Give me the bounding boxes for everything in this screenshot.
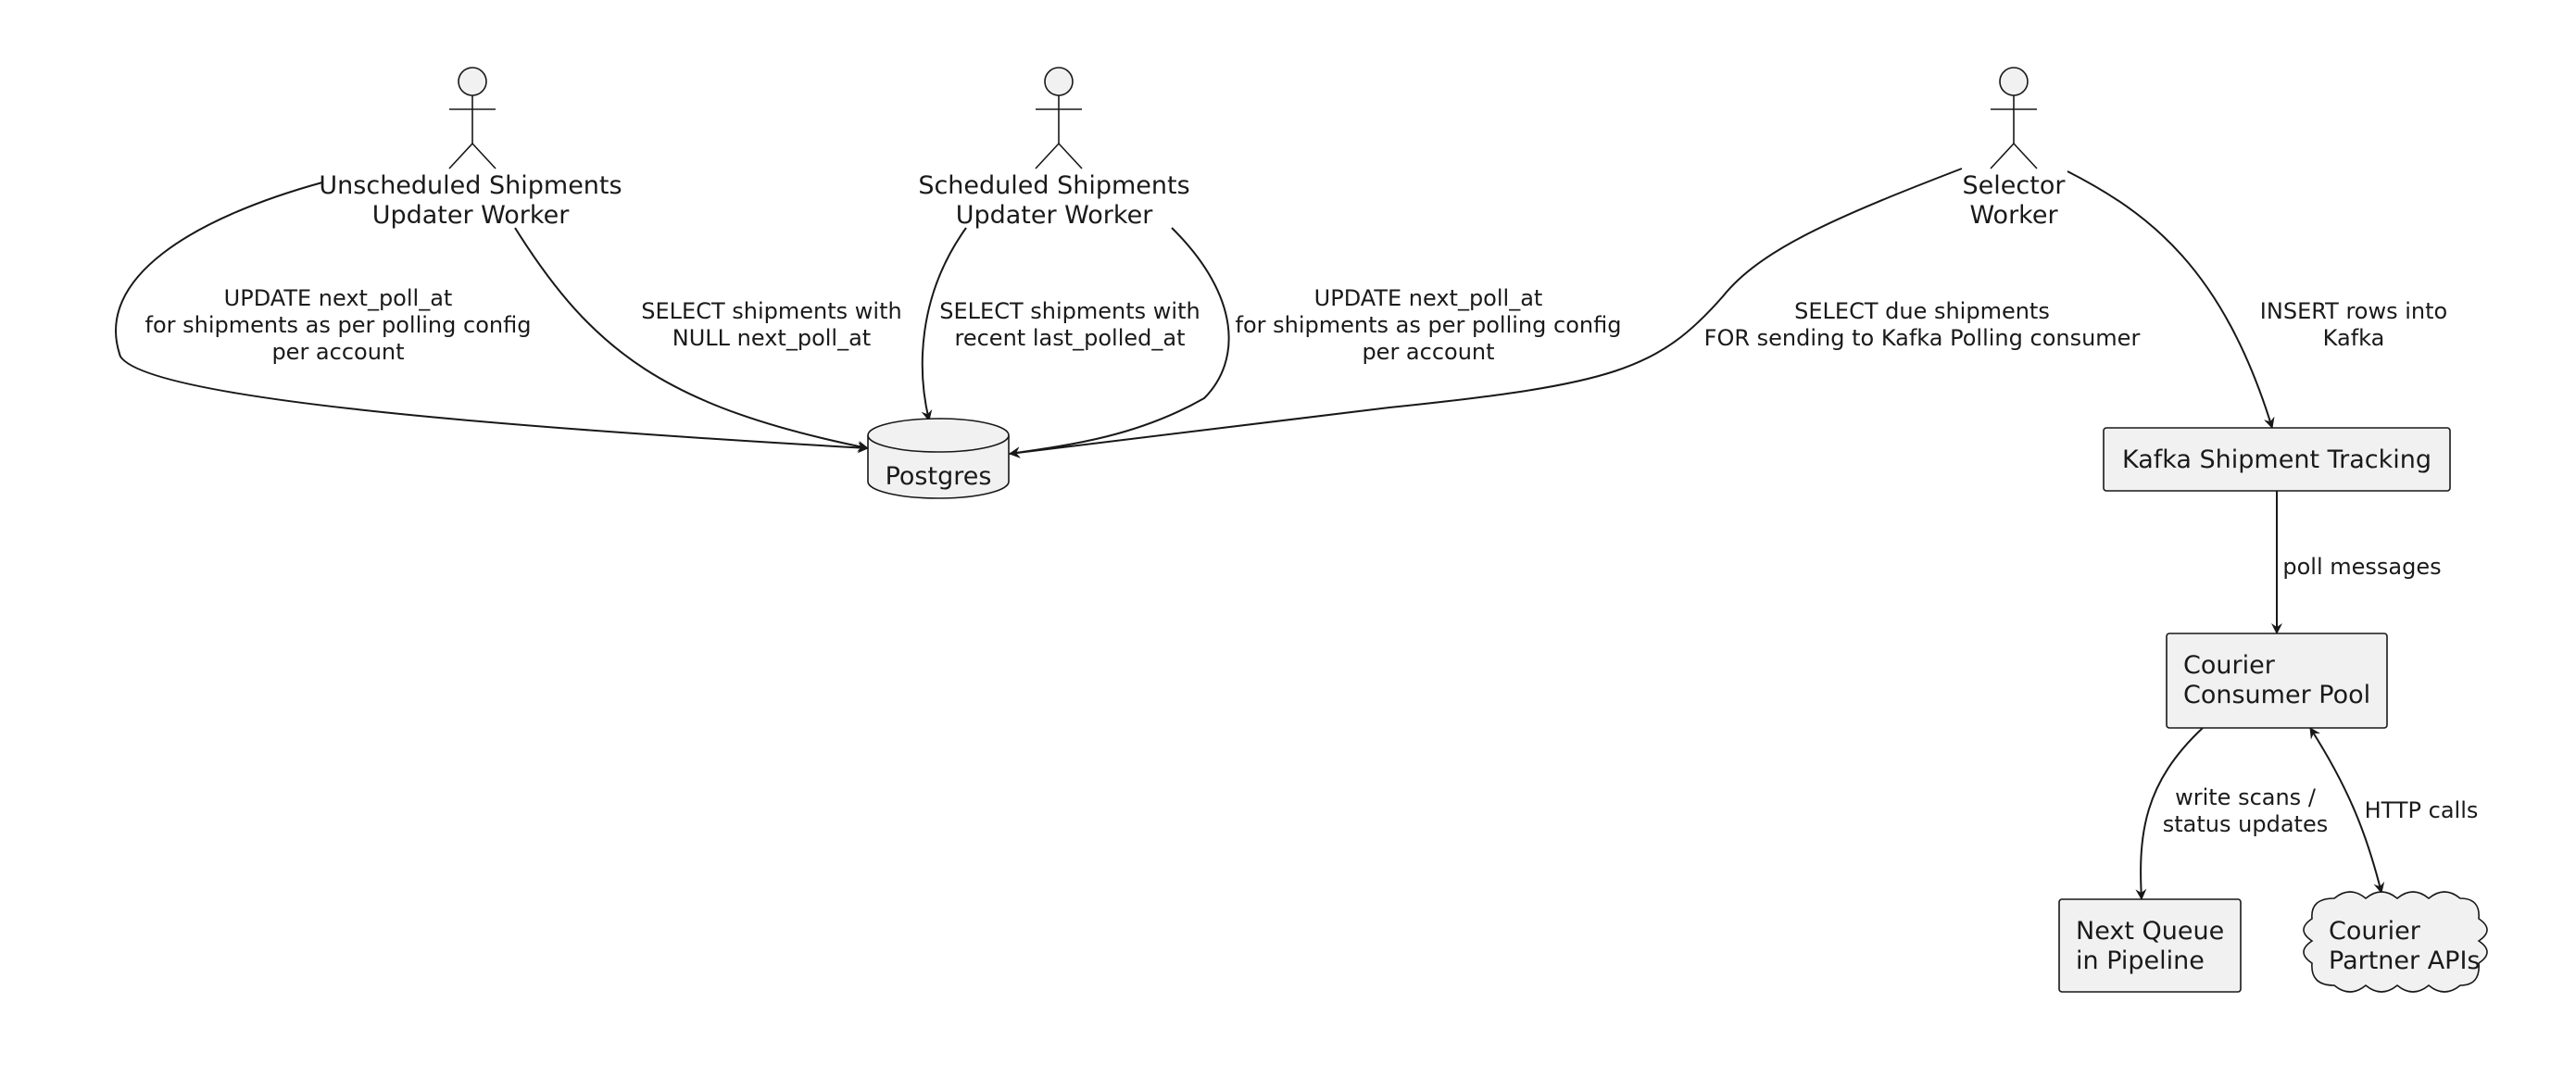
- label-line: poll messages: [2282, 554, 2441, 580]
- label-line: status updates: [2163, 811, 2328, 837]
- node-label: Postgres: [886, 462, 992, 491]
- label-line: in Pipeline: [2076, 946, 2205, 975]
- label-line: Courier: [2329, 917, 2421, 946]
- label-line: SELECT shipments with: [939, 298, 1200, 324]
- label-line: Selector: [1963, 171, 2067, 200]
- label-line: Postgres: [886, 462, 992, 491]
- label-line: Scheduled Shipments: [918, 171, 1189, 200]
- label-line: Kafka: [2323, 325, 2385, 351]
- edges: [115, 168, 2385, 900]
- label-http-calls: HTTP calls: [2365, 797, 2479, 823]
- label-line: Consumer Pool: [2183, 681, 2370, 709]
- label-line: write scans /: [2175, 784, 2317, 810]
- label-line: NULL next_poll_at: [672, 325, 871, 351]
- label-line: Updater Worker: [372, 201, 570, 230]
- stick-figure-icon: [1990, 67, 2038, 169]
- stick-figure-icon: [448, 67, 496, 169]
- edge-selector-insert: [2067, 170, 2275, 429]
- label-line: Partner APIs: [2329, 946, 2481, 975]
- label-line: UPDATE next_poll_at: [224, 285, 453, 311]
- label-poll-messages: poll messages: [2282, 554, 2441, 580]
- label-line: SELECT due shipments: [1794, 298, 2050, 324]
- label-line: HTTP calls: [2365, 797, 2479, 823]
- label-line: FOR sending to Kafka Polling consumer: [1704, 325, 2141, 351]
- stick-figure-icon: [1035, 67, 1083, 169]
- label-line: Next Queue: [2076, 917, 2224, 946]
- edge-unscheduled-select: [514, 227, 869, 452]
- label-line: per account: [1362, 339, 1494, 365]
- label-line: INSERT rows into: [2260, 298, 2447, 324]
- label-line: Worker: [1969, 201, 2058, 230]
- label-line: SELECT shipments with: [641, 298, 901, 324]
- label-line: UPDATE next_poll_at: [1314, 285, 1543, 311]
- node-postgres: Postgres: [867, 418, 1010, 499]
- node-kafka-shipment-tracking: Kafka Shipment Tracking: [2103, 427, 2451, 492]
- label-line: recent last_polled_at: [955, 325, 1186, 351]
- edge-unscheduled-update: [115, 182, 869, 454]
- cloud-icon: [2303, 891, 2488, 993]
- label-line: for shipments as per polling config: [145, 312, 532, 338]
- label-line: Kafka Shipment Tracking: [2122, 445, 2431, 474]
- edge-selector-select: [1009, 168, 1963, 458]
- edge-scheduled-update: [1009, 227, 1230, 458]
- label-line: for shipments as per polling config: [1236, 312, 1622, 338]
- label-line: per account: [271, 339, 404, 365]
- edge-write-updates: [2135, 727, 2204, 900]
- node-label: Kafka Shipment Tracking: [2122, 445, 2431, 474]
- label-line: Unscheduled Shipments: [319, 171, 622, 200]
- edge-http-calls: [2309, 727, 2385, 894]
- label-line: Courier: [2183, 651, 2276, 680]
- label-write-updates: write scans /status updates: [2163, 784, 2328, 837]
- edge-scheduled-select: [921, 227, 967, 421]
- label-line: Updater Worker: [956, 201, 1153, 230]
- database-icon: [867, 418, 1010, 499]
